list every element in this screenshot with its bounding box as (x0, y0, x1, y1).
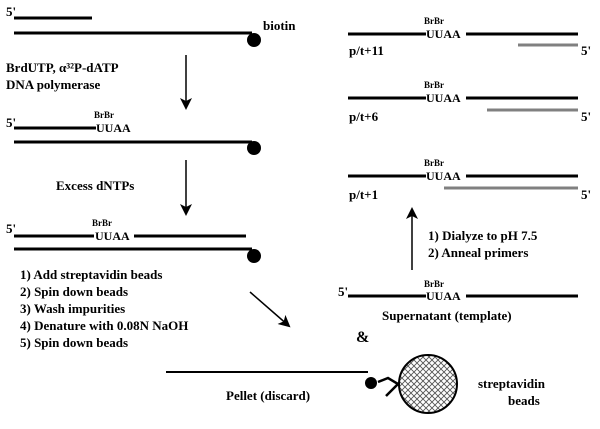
beads-label: beads (508, 393, 540, 408)
excess-dntps-label: Excess dNTPs (56, 178, 134, 193)
pt11-label: p/t+11 (349, 43, 384, 58)
arrow-to-separation (249, 291, 291, 328)
pt6-label: p/t+6 (349, 109, 379, 124)
streptavidin-label: streptavidin (478, 376, 546, 391)
pellet-label: Pellet (discard) (226, 388, 310, 403)
uuaa-label: UUAA (426, 289, 461, 303)
ampersand: & (356, 329, 369, 346)
brbr-label: BrBr (424, 158, 444, 168)
procedure-step: 4) Denature with 0.08N NaOH (20, 318, 188, 333)
biotin-dot (247, 249, 261, 263)
procedure-step: 3) Wash impurities (20, 301, 125, 316)
procedure-step: 5) Spin down beads (20, 335, 128, 350)
uuaa-label: UUAA (426, 91, 461, 105)
anneal-label: 2) Anneal primers (428, 245, 528, 260)
five-prime-label: 5' (581, 187, 591, 202)
uuaa-label: UUAA (95, 229, 130, 243)
brbr-label: BrBr (92, 218, 112, 228)
uuaa-label: UUAA (96, 121, 131, 135)
biotin-dot (365, 377, 377, 389)
pt1-label: p/t+1 (349, 187, 378, 202)
brbr-label: BrBr (424, 80, 444, 90)
five-prime-label: 5' (338, 284, 348, 299)
biotin-dot (247, 141, 261, 155)
procedure-step: 2) Spin down beads (20, 284, 128, 299)
step1-reagents: BrdUTP, α³²P-dATP (6, 60, 119, 75)
brbr-label: BrBr (94, 110, 114, 120)
streptavidin-bead (398, 354, 458, 414)
brbr-label: BrBr (424, 279, 444, 289)
uuaa-label: UUAA (426, 169, 461, 183)
uuaa-label: UUAA (426, 27, 461, 41)
brbr-label: BrBr (424, 16, 444, 26)
biotin-label: biotin (263, 18, 296, 33)
procedure-step: 1) Add streptavidin beads (20, 267, 162, 282)
five-prime-label: 5' (6, 4, 16, 19)
supernatant-label: Supernatant (template) (382, 308, 512, 323)
five-prime-label: 5' (6, 115, 16, 130)
biotin-dot (247, 33, 261, 47)
five-prime-label: 5' (581, 109, 591, 124)
five-prime-label: 5' (581, 43, 591, 58)
dialyze-label: 1) Dialyze to pH 7.5 (428, 228, 538, 243)
five-prime-label: 5' (6, 221, 16, 236)
step1-enzyme: DNA polymerase (6, 77, 100, 92)
